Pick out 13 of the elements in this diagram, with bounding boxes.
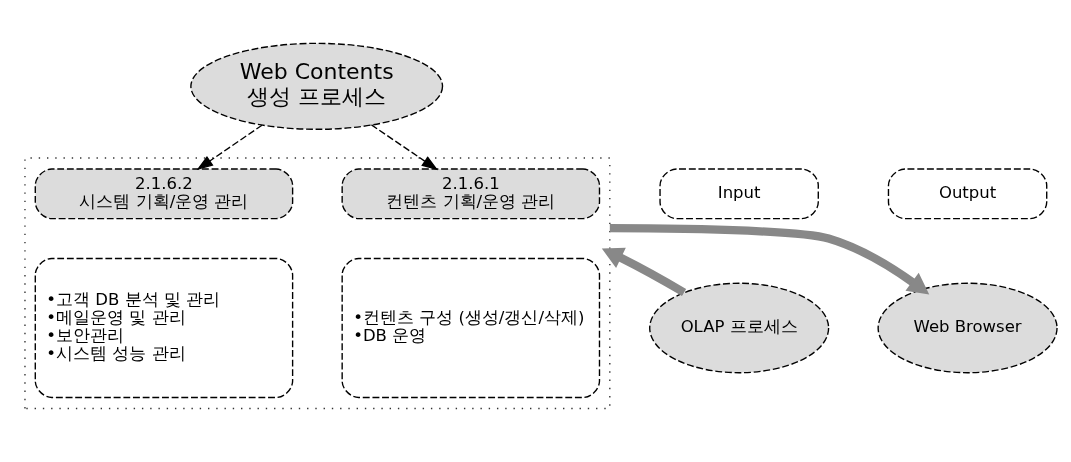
node-box: 2.1.6.1 컨텐츠 기획/운영 관리 <box>341 167 601 219</box>
node-ellipse: Web Browser <box>877 282 1058 373</box>
node-ellipse: OLAP 프로세스 <box>649 282 830 373</box>
node-box: Output <box>887 167 1048 219</box>
node-box: •컨텐츠 구성 (생성/갱신/삭제) •DB 운영 <box>341 257 601 398</box>
node-box: Input <box>659 167 819 219</box>
arrow <box>609 223 930 294</box>
arrow <box>370 123 439 170</box>
node-box: •고객 DB 분석 및 관리 •메일운영 및 관리 •보안관리 •시스템 성능 관리 <box>34 257 294 398</box>
arrow <box>196 124 263 170</box>
node-ellipse: Web Contents 생성 프로세스 <box>190 42 444 130</box>
arrow <box>601 247 687 296</box>
node-box: 2.1.6.2 시스템 기획/운영 관리 <box>34 167 294 219</box>
